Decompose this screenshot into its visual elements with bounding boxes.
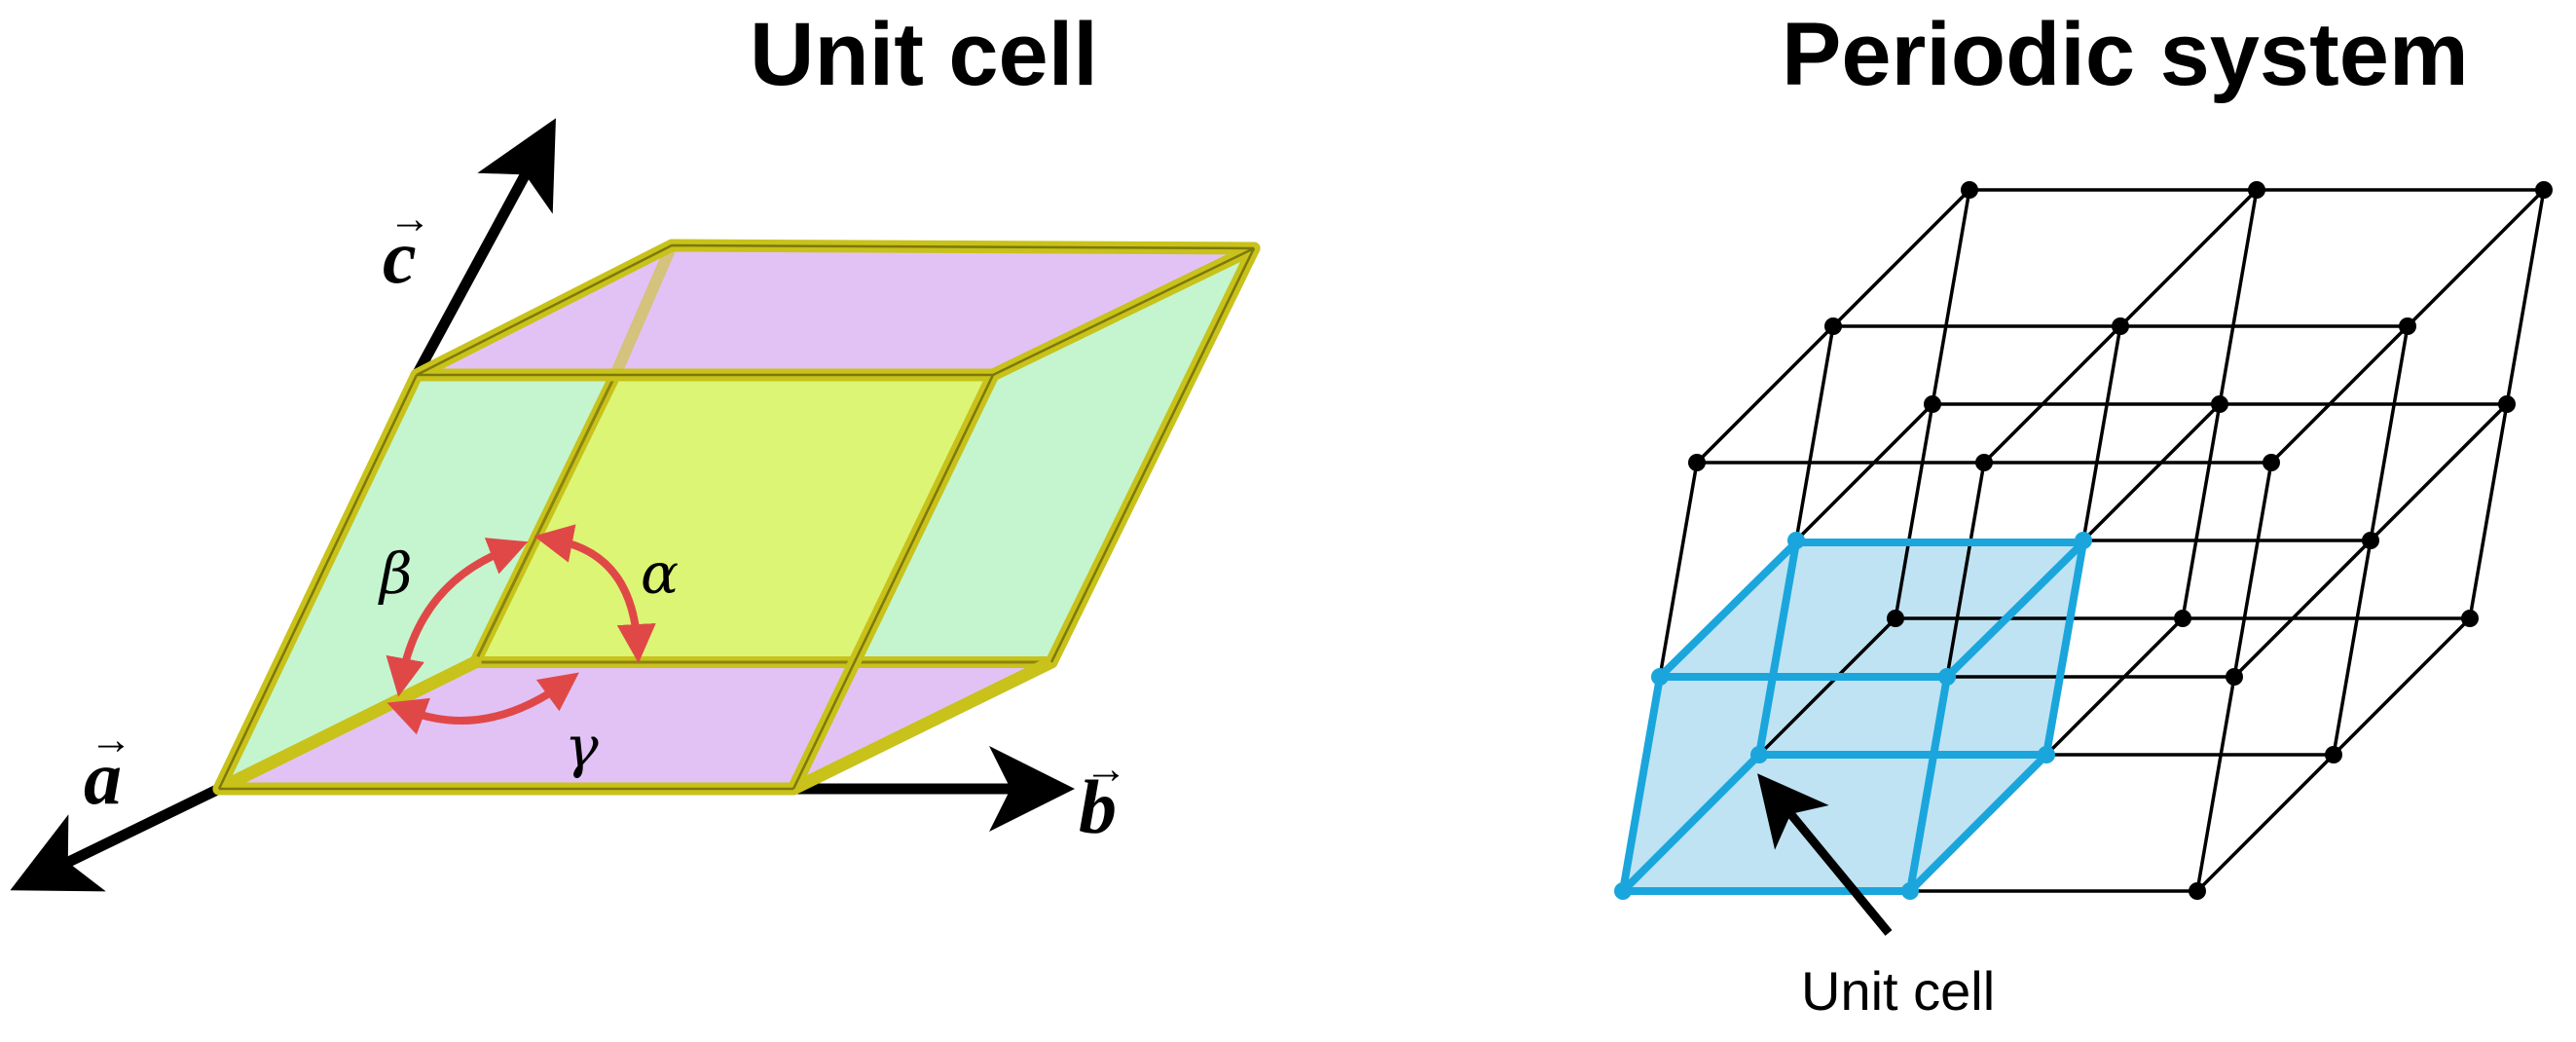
lattice-node <box>2211 395 2228 413</box>
vector-c-label: →c <box>383 198 431 295</box>
lattice-edge <box>1757 616 1897 757</box>
unit-cell-node <box>1787 532 1805 549</box>
vector-arrow-accent-icon: → <box>1085 745 1127 793</box>
unit-cell-node <box>1651 668 1669 686</box>
lattice-edge <box>1794 325 1835 541</box>
lattice-edge <box>2218 189 2259 405</box>
vector-c-letter: c <box>383 214 417 299</box>
lattice-node <box>1961 181 1978 199</box>
lattice-edge <box>1945 462 1986 678</box>
lattice-node <box>2226 668 2243 686</box>
periodic-system-title: Periodic system <box>1782 5 2469 104</box>
lattice-edge <box>2332 540 2373 756</box>
cell-edges-front-outline <box>217 243 1256 791</box>
lattice-edge <box>2505 189 2546 405</box>
vector-b-letter: b <box>1079 764 1117 849</box>
unit-cell-title: Unit cell <box>750 5 1098 104</box>
lattice-node <box>2399 317 2416 335</box>
vector-b-label: →b <box>1079 748 1127 845</box>
unit-cell-node <box>1901 882 1919 900</box>
lattice-edge <box>2181 403 2222 619</box>
angle-gamma-label: γ <box>565 714 599 780</box>
unit-cell-node <box>2038 746 2055 763</box>
unit-cell-pointer-arrow <box>1757 773 1893 936</box>
lattice-edge <box>2118 188 2259 328</box>
lattice-edge <box>2269 324 2410 465</box>
lattice-edge <box>2232 462 2273 678</box>
lattice-edge <box>1982 324 2122 465</box>
lattice-edge <box>2081 402 2222 542</box>
vector-a-arrow <box>10 784 222 892</box>
lattice-nodes <box>1614 181 2553 900</box>
lattice-node <box>1887 610 1904 627</box>
lattice-node <box>2498 395 2516 413</box>
lattice-node <box>1824 317 1842 335</box>
vector-c-arrow <box>412 118 556 378</box>
unit-cell-node <box>1938 668 1956 686</box>
vector-arrow-accent-icon: → <box>388 195 431 242</box>
lattice-node <box>2248 181 2265 199</box>
angle-alpha-arrow <box>534 524 656 663</box>
unit-cell-node <box>2075 532 2092 549</box>
lattice-edge <box>2232 539 2373 679</box>
lattice-edge <box>2369 325 2410 541</box>
lattice-node <box>2362 532 2379 549</box>
unit-cell-node <box>1750 746 1768 763</box>
lattice-edge <box>2468 403 2509 619</box>
lattice-edge <box>2332 616 2472 757</box>
lattice-edge <box>1831 188 1971 328</box>
unit-cell-highlight-fill <box>1623 542 2083 891</box>
unit-cell-pointer-label: Unit cell <box>1801 960 1996 1022</box>
lattice-node <box>1688 454 1706 471</box>
unit-cell-node <box>1614 882 1632 900</box>
lattice-node <box>2112 317 2129 335</box>
angle-alpha-label: α <box>641 540 680 607</box>
lattice-node <box>1975 454 1993 471</box>
lattice-edge <box>1931 189 1971 405</box>
vector-arrow-accent-icon: → <box>90 716 132 763</box>
lattice-node <box>2535 181 2553 199</box>
lattice-edge <box>1695 324 1835 465</box>
lattice-node <box>2263 454 2280 471</box>
lattice-edge <box>1894 403 1934 619</box>
angle-gamma-arrow <box>386 672 579 735</box>
periodic-system-diagram <box>1614 181 2553 936</box>
lattice-node <box>2189 882 2206 900</box>
vector-a-letter: a <box>84 735 122 820</box>
lattice-edge <box>2195 753 2336 893</box>
lattice-edge <box>2044 616 2185 757</box>
lattice-edge <box>2369 402 2509 542</box>
unit-cell-highlight-edges <box>1619 539 2087 895</box>
angle-beta-label: β <box>380 540 413 607</box>
lattice-edge <box>2406 188 2546 328</box>
lattice-edge <box>1794 402 1934 542</box>
face-right-side <box>793 248 1254 789</box>
lattice-edge <box>1658 462 1699 678</box>
lattice-node <box>1924 395 1941 413</box>
lattice-edge <box>2195 676 2236 892</box>
angle-beta-arrow <box>386 538 529 697</box>
lattice-node <box>2325 746 2342 763</box>
lattice-node <box>2461 610 2479 627</box>
lattice-node <box>2174 610 2191 627</box>
unit-cell-diagram <box>10 118 1261 892</box>
lattice-edge <box>2081 325 2122 541</box>
vector-a-label: →a <box>84 719 132 816</box>
